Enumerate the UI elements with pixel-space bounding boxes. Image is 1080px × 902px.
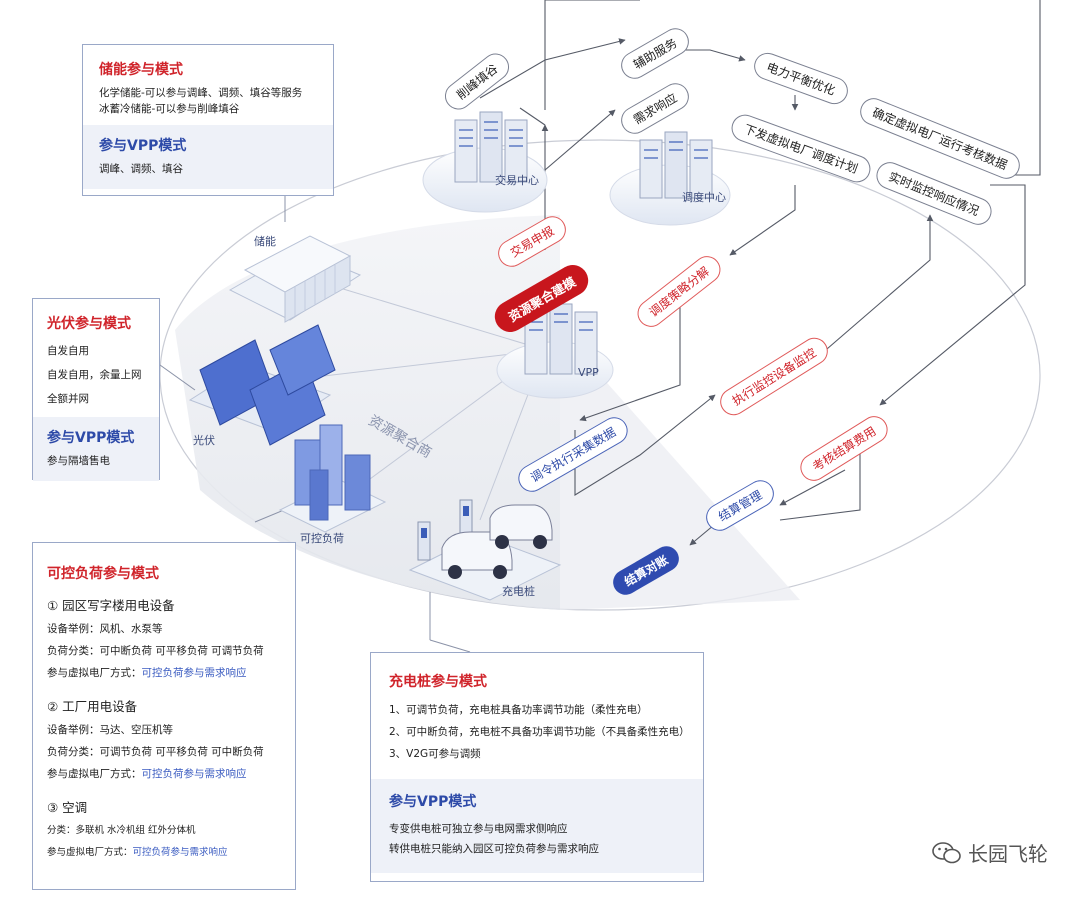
dispatch-center-icon [609,131,731,226]
charger-box: 充电桩参与模式 1、可调节负荷，充电桩具备功率调节功能（柔性充电） 2、可中断负… [370,652,704,882]
pv-label: 光伏 [193,434,215,447]
platform-ellipse [159,139,1041,611]
pv-vpp-line: 参与隔墙售电 [47,455,110,467]
charger-vpp-line-2: 转供电桩只能纳入园区可控负荷参与需求响应 [389,843,599,855]
load-section-1-line-1: 设备举例：风机、水泵等 [47,623,163,635]
buildings-icon [278,424,387,533]
charger-vpp-line-1: 专变供电桩可独立参与电网需求侧响应 [389,823,568,835]
load-section-3-mode: 参与虚拟电厂方式：可控负荷参与需求响应 [47,842,281,864]
load-section-2-mode: 参与虚拟电厂方式：可控负荷参与需求响应 [47,763,281,785]
pv-box-line-3: 全额并网 [47,393,89,405]
solar-panel-icon [188,324,336,446]
charger-box-line-2: 2、可中断负荷，充电桩不具备功率调节功能（不具备柔性充电） [389,726,690,738]
load-section-1-line-2: 负荷分类：可中断负荷 可平移负荷 可调节负荷 [47,645,264,657]
trade-center-icon [422,111,548,213]
load-section-2-mode-label: 参与虚拟电厂方式： [47,768,142,780]
storage-box-line-2: 冰蓄冷储能-可以参与削峰填谷 [99,103,240,115]
load-section-1-mode: 参与虚拟电厂方式：可控负荷参与需求响应 [47,662,281,684]
load-section-1-title: ① 园区写字楼用电设备 [47,598,175,613]
vpp-label: VPP [578,366,599,379]
load-box: 可控负荷参与模式 ① 园区写字楼用电设备 设备举例：风机、水泵等 负荷分类：可中… [32,542,296,890]
charger-car-icon [408,499,562,601]
watermark-text: 长园飞轮 [968,842,1048,866]
pv-box-line-1: 自发自用 [47,345,89,357]
load-section-2-title: ② 工厂用电设备 [47,699,138,714]
load-section-1-mode-label: 参与虚拟电厂方式： [47,667,142,679]
load-section-3-mode-value: 可控负荷参与需求响应 [132,847,228,858]
storage-vpp-title: 参与VPP模式 [99,138,187,154]
pv-box-title: 光伏参与模式 [47,316,131,332]
charger-box-line-1: 1、可调节负荷，充电桩具备功率调节功能（柔性充电） [389,704,648,716]
storage-box-line-1: 化学储能-可以参与调峰、调频、填谷等服务 [99,87,303,99]
pv-box-line-2: 自发自用，余量上网 [47,369,142,381]
storage-vpp-line: 调峰、调频、填谷 [99,163,183,175]
load-section-3-mode-label: 参与虚拟电厂方式： [47,847,133,858]
load-section-3-title: ③ 空调 [47,800,88,815]
load-box-title: 可控负荷参与模式 [47,566,159,582]
watermark: 长园飞轮 [932,838,1048,867]
charger-vpp-title: 参与VPP模式 [389,794,477,810]
load-section-3-line-1: 分类：多联机 水冷机组 红外分体机 [47,825,196,836]
charger-box-line-3: 3、V2G可参与调频 [389,748,481,760]
load-section-2-line-2: 负荷分类：可调节负荷 可平移负荷 可中断负荷 [47,746,264,758]
pv-vpp-title: 参与VPP模式 [47,430,135,446]
pv-box: 光伏参与模式 自发自用 自发自用，余量上网 全额并网 参与VPP模式 参与隔墙售… [32,298,160,481]
load-label: 可控负荷 [300,532,344,545]
trade-center-label: 交易中心 [495,174,539,187]
storage-icon [228,235,362,323]
storage-label: 储能 [254,235,276,248]
storage-box: 储能参与模式 化学储能-可以参与调峰、调频、填谷等服务 冰蓄冷储能-可以参与削峰… [82,44,334,196]
load-section-1-mode-value: 可控负荷参与需求响应 [141,667,247,679]
load-section-2-line-1: 设备举例：马达、空压机等 [47,724,173,736]
charger-label: 充电桩 [502,585,535,598]
wechat-icon [932,841,961,863]
charger-box-title: 充电桩参与模式 [389,674,487,690]
dispatch-center-label: 调度中心 [682,191,726,204]
vpp-icon [496,303,614,399]
storage-box-title: 储能参与模式 [99,62,183,78]
load-section-2-mode-value: 可控负荷参与需求响应 [141,768,247,780]
